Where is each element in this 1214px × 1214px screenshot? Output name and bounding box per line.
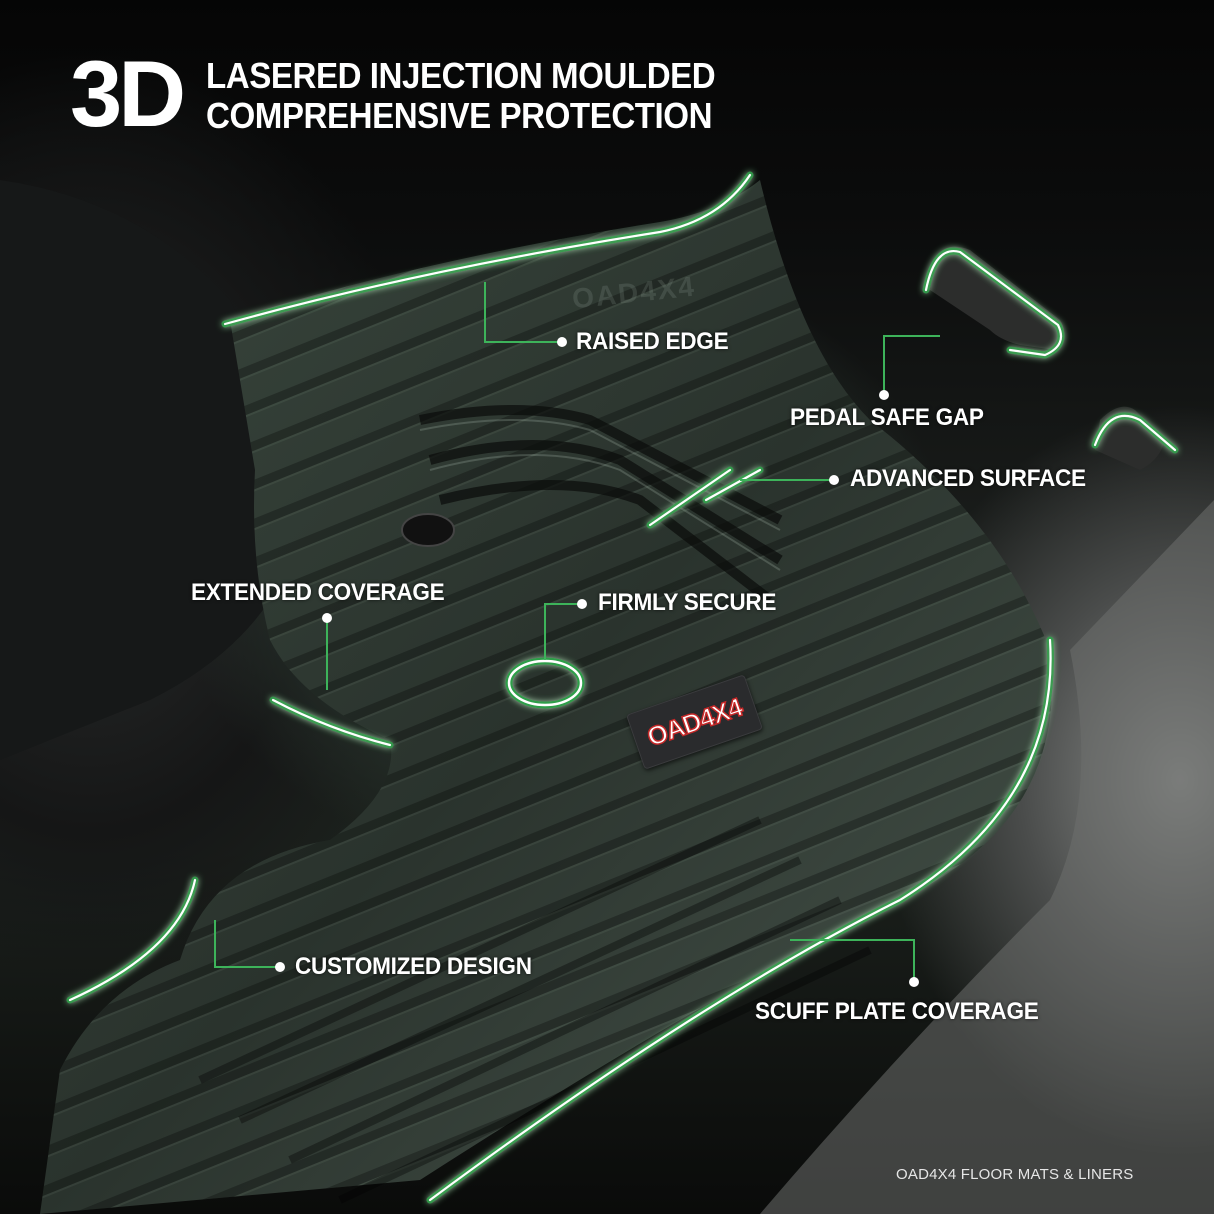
callout-scuff-plate-coverage: SCUFF PLATE COVERAGE <box>755 998 1039 1025</box>
chevron-ridges <box>419 405 783 604</box>
callout-extended-coverage: EXTENDED COVERAGE <box>191 579 445 606</box>
seat-shape <box>0 180 275 760</box>
callout-dots <box>275 337 919 987</box>
headline: LASERED INJECTION MOULDED COMPREHENSIVE … <box>206 55 716 136</box>
footer-caption: OAD4X4 FLOOR MATS & LINERS <box>896 1166 1134 1183</box>
headline-3d: 3D <box>70 41 186 146</box>
callout-firmly-secure: FIRMLY SECURE <box>598 589 777 616</box>
callout-leaders <box>214 282 940 982</box>
headline-line-1: LASERED INJECTION MOULDED <box>206 55 716 96</box>
callout-customized-design: CUSTOMIZED DESIGN <box>295 953 532 980</box>
callout-advanced-surface: ADVANCED SURFACE <box>850 465 1086 492</box>
door-sill-shape <box>760 500 1214 1214</box>
brake-pedal <box>930 246 1064 350</box>
callout-pedal-safe-gap: PEDAL SAFE GAP <box>790 404 984 431</box>
mat-texture <box>40 180 1053 1214</box>
callout-raised-edge: RAISED EDGE <box>576 328 729 355</box>
headline-line-2: COMPREHENSIVE PROTECTION <box>206 95 713 136</box>
rear-grommet <box>401 513 455 547</box>
